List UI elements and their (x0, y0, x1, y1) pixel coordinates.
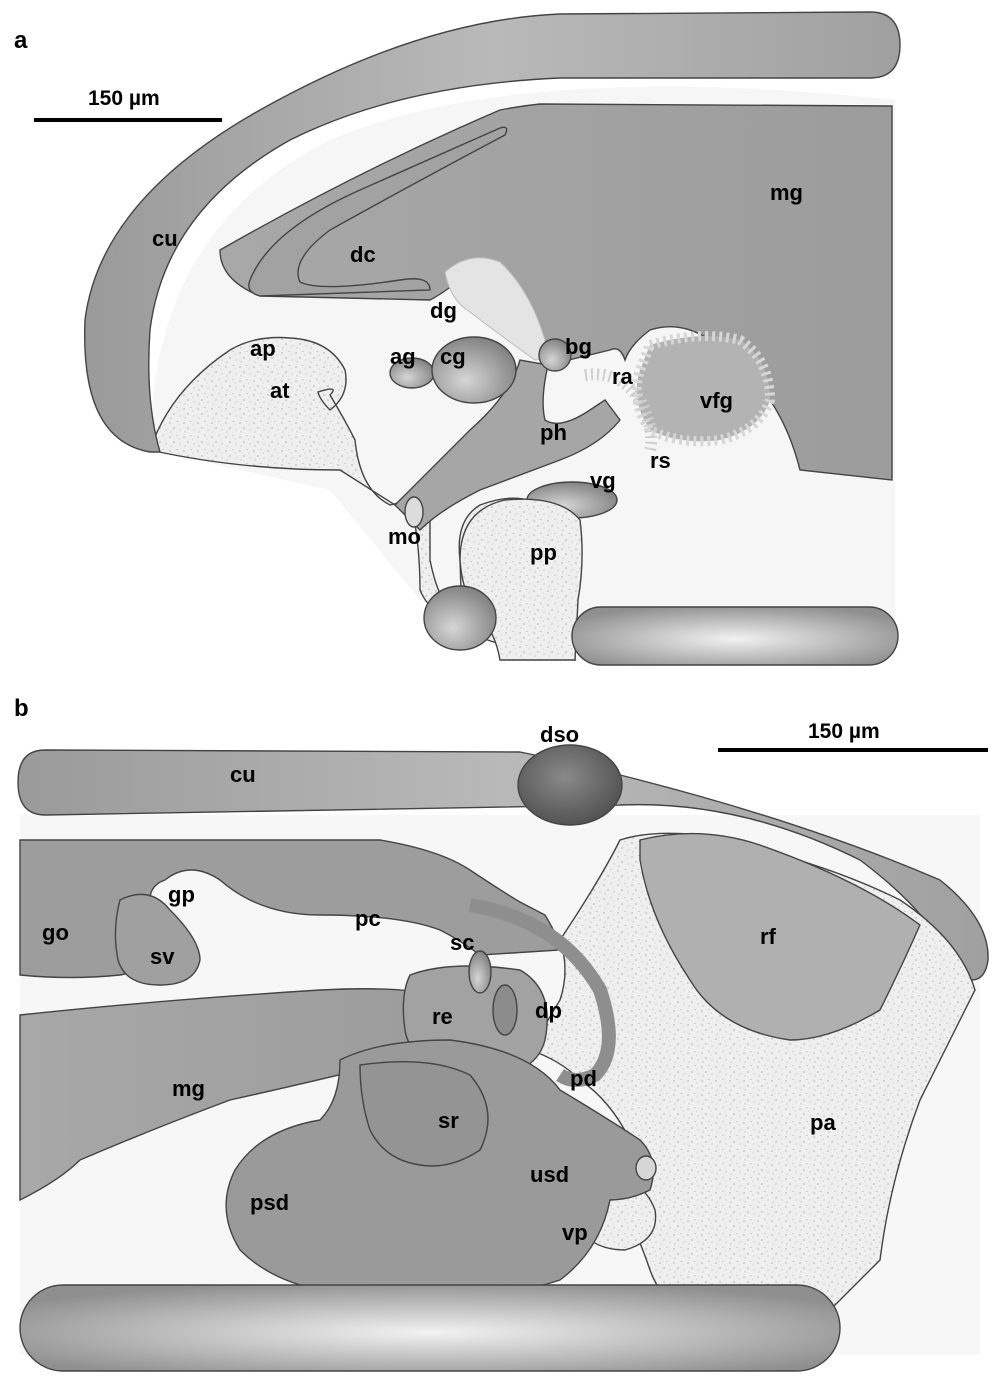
label-a-dg: dg (430, 298, 457, 323)
label-a-mg: mg (770, 180, 803, 205)
label-a-vfg: vfg (700, 388, 733, 413)
label-b-pc: pc (355, 906, 381, 931)
panel-b-dso (518, 745, 622, 825)
label-b-go: go (42, 920, 69, 945)
label-b-psd: psd (250, 1190, 289, 1215)
label-a-rs: rs (650, 448, 671, 473)
panel-b-dp-opening (493, 985, 517, 1035)
label-b-vp: vp (562, 1220, 588, 1245)
label-a-vg: vg (590, 468, 616, 493)
panel-b-sc (469, 951, 491, 993)
panel-a-mouth-opening (405, 497, 423, 527)
label-a-ph: ph (540, 420, 567, 445)
panel-b-letter: b (14, 695, 29, 722)
label-b-dp: dp (535, 998, 562, 1023)
label-b-mg: mg (172, 1076, 205, 1101)
panel-b: b 150 µm dso (14, 695, 988, 1371)
label-b-rf: rf (760, 924, 777, 949)
label-b-re: re (432, 1004, 453, 1029)
label-b-sc: sc (450, 930, 474, 955)
label-a-pp: pp (530, 540, 557, 565)
label-a-ra: ra (612, 364, 634, 389)
panel-a-letter: a (14, 27, 28, 54)
panel-b-scale-label: 150 µm (808, 720, 880, 743)
label-a-dc: dc (350, 242, 376, 267)
label-a-ag: ag (390, 344, 416, 369)
label-b-cu: cu (230, 762, 256, 787)
label-b-gp: gp (168, 882, 195, 907)
panel-b-ventral-cuticle (20, 1285, 840, 1371)
panel-a: a 150 µm (14, 12, 900, 665)
label-a-cg: cg (440, 344, 466, 369)
label-a-bg: bg (565, 334, 592, 359)
label-b-pd: pd (570, 1066, 597, 1091)
panel-a-ventral-cuticle (572, 607, 898, 665)
label-a-at: at (270, 378, 290, 403)
label-b-dso: dso (540, 722, 579, 747)
label-b-usd: usd (530, 1162, 569, 1187)
label-a-mo: mo (388, 524, 421, 549)
label-b-sr: sr (438, 1108, 459, 1133)
label-a-cu: cu (152, 226, 178, 251)
panel-a-ventral-muscle (424, 586, 496, 650)
label-b-sv: sv (150, 944, 175, 969)
label-a-ap: ap (250, 336, 276, 361)
panel-a-scale-label: 150 µm (88, 87, 160, 110)
panel-b-usd-opening (636, 1156, 656, 1180)
label-b-pa: pa (810, 1110, 836, 1135)
